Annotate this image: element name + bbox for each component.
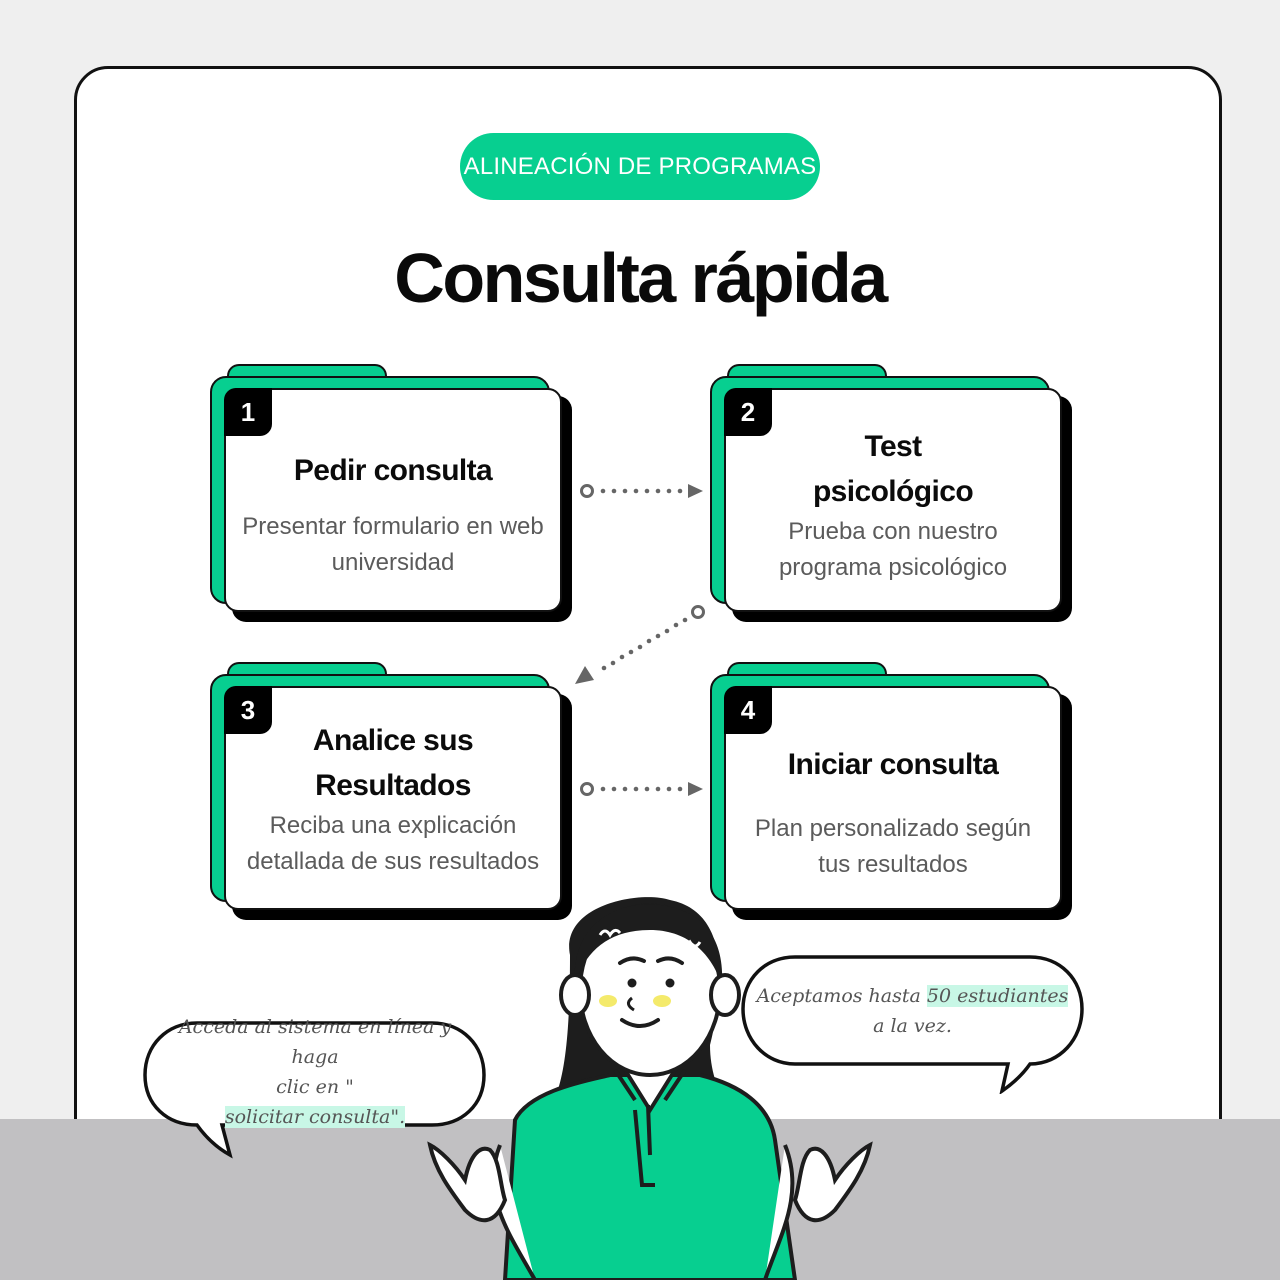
- bubble-line: haga: [291, 1046, 339, 1068]
- step-card-4: Iniciar consulta Plan personalizado segú…: [710, 662, 1072, 920]
- step-content: Analice sus Resultados Reciba una explic…: [224, 686, 562, 910]
- card-face: [224, 388, 562, 612]
- step-title: Iniciar consulta: [787, 748, 999, 781]
- speech-bubble-left-text: Acceda al sistema en línea y haga clic e…: [140, 1012, 490, 1132]
- arrow-right-icon: [580, 484, 703, 498]
- card-face: [724, 686, 1062, 910]
- bubble-text-prefix: Aceptamos hasta: [756, 985, 927, 1007]
- step-card-3: Analice sus Resultados Reciba una explic…: [210, 662, 572, 920]
- step-title: Test: [864, 430, 922, 463]
- step-number-badge: 2: [724, 388, 772, 436]
- step-card-1: Pedir consulta Presentar formulario en w…: [210, 364, 572, 622]
- step-description: programa psicológico: [778, 554, 1008, 581]
- bubble-highlight: solicitar consulta".: [224, 1106, 406, 1128]
- category-badge-label: ALINEACIÓN DE PROGRAMAS: [463, 152, 817, 180]
- step-title: Resultados: [315, 769, 471, 802]
- card-face: [724, 388, 1062, 612]
- step-description: Reciba una explicación: [269, 812, 517, 839]
- step-content: Pedir consulta Presentar formulario en w…: [224, 388, 562, 612]
- step-description: Presentar formulario en web: [242, 513, 544, 540]
- step-content: Iniciar consulta Plan personalizado segú…: [724, 686, 1062, 910]
- step-description: detallada de sus resultados: [246, 848, 540, 875]
- card-face: [224, 686, 562, 910]
- bubble-line: clic en ": [276, 1076, 354, 1098]
- step-content: Test psicológico Prueba con nuestro prog…: [724, 388, 1062, 612]
- step-description: Prueba con nuestro: [788, 518, 998, 545]
- character-illustration: [427, 897, 873, 1280]
- step-number-badge: 4: [724, 686, 772, 734]
- arrow-right-icon: [580, 782, 703, 796]
- step-card-2: Test psicológico Prueba con nuestro prog…: [710, 364, 1072, 622]
- arrow-diagonal-icon: [575, 605, 705, 684]
- bubble-line: Acceda al sistema en línea y: [178, 1016, 452, 1038]
- step-number-badge: 1: [224, 388, 272, 436]
- category-badge: ALINEACIÓN DE PROGRAMAS: [460, 133, 820, 200]
- step-title: psicológico: [812, 475, 974, 508]
- page-title: Consulta rápida: [394, 239, 888, 317]
- step-description: Plan personalizado según: [754, 815, 1032, 842]
- step-description: tus resultados: [818, 851, 968, 878]
- step-description: universidad: [331, 549, 455, 576]
- step-number-badge: 3: [224, 686, 272, 734]
- speech-bubble-right-text: Aceptamos hasta 50 estudiantes a la vez.: [740, 981, 1085, 1041]
- bubble-highlight: 50 estudiantes: [926, 985, 1069, 1007]
- step-title: Analice sus: [312, 724, 474, 757]
- bubble-line: a la vez.: [873, 1015, 952, 1037]
- step-title: Pedir consulta: [293, 454, 493, 487]
